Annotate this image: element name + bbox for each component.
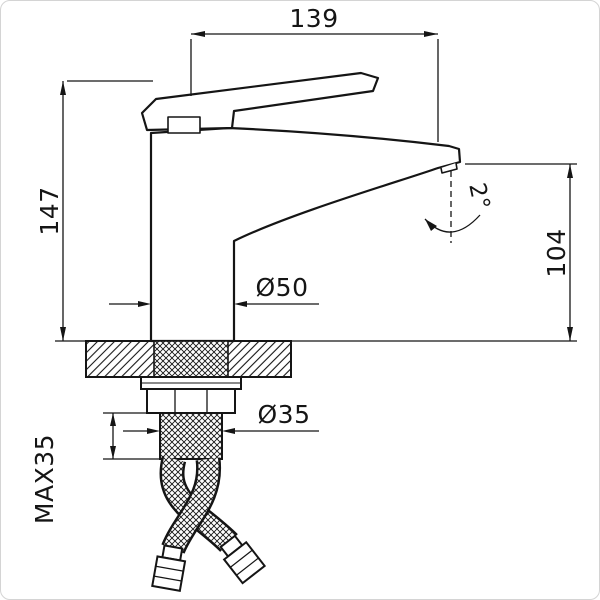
faucet-body-spout — [149, 126, 462, 343]
hose-fitting-left — [151, 544, 187, 592]
spout-aerator — [440, 162, 458, 174]
dim-spout-angle — [424, 171, 481, 243]
dim-height-left — [55, 80, 153, 342]
threaded-shank — [159, 412, 223, 460]
dim-top-width — [190, 31, 439, 142]
dim-shank-diameter — [123, 428, 319, 434]
hose-fitting-right — [219, 534, 267, 585]
dim-label-height-right: 104 — [542, 228, 571, 277]
dim-label-spout-angle: 2° — [463, 181, 494, 213]
dim-body-diameter — [109, 301, 319, 307]
dim-label-shank-diameter: Ø35 — [258, 400, 311, 429]
faucet-handle — [140, 71, 380, 132]
dimensions — [55, 31, 577, 460]
dim-max-thickness — [103, 412, 163, 460]
dim-label-body-diameter: Ø50 — [256, 273, 309, 302]
mounting-washer — [140, 376, 242, 390]
counter-deck — [85, 340, 292, 378]
dim-label-top-width: 139 — [289, 4, 338, 33]
mounting-nut — [146, 388, 236, 414]
dim-label-height-left: 147 — [35, 186, 64, 235]
faucet — [140, 71, 462, 343]
faucet-cartridge — [167, 116, 201, 134]
dim-label-max-thickness: MAX35 — [30, 434, 59, 524]
supply-hoses — [159, 455, 238, 555]
dim-height-right — [291, 163, 577, 342]
